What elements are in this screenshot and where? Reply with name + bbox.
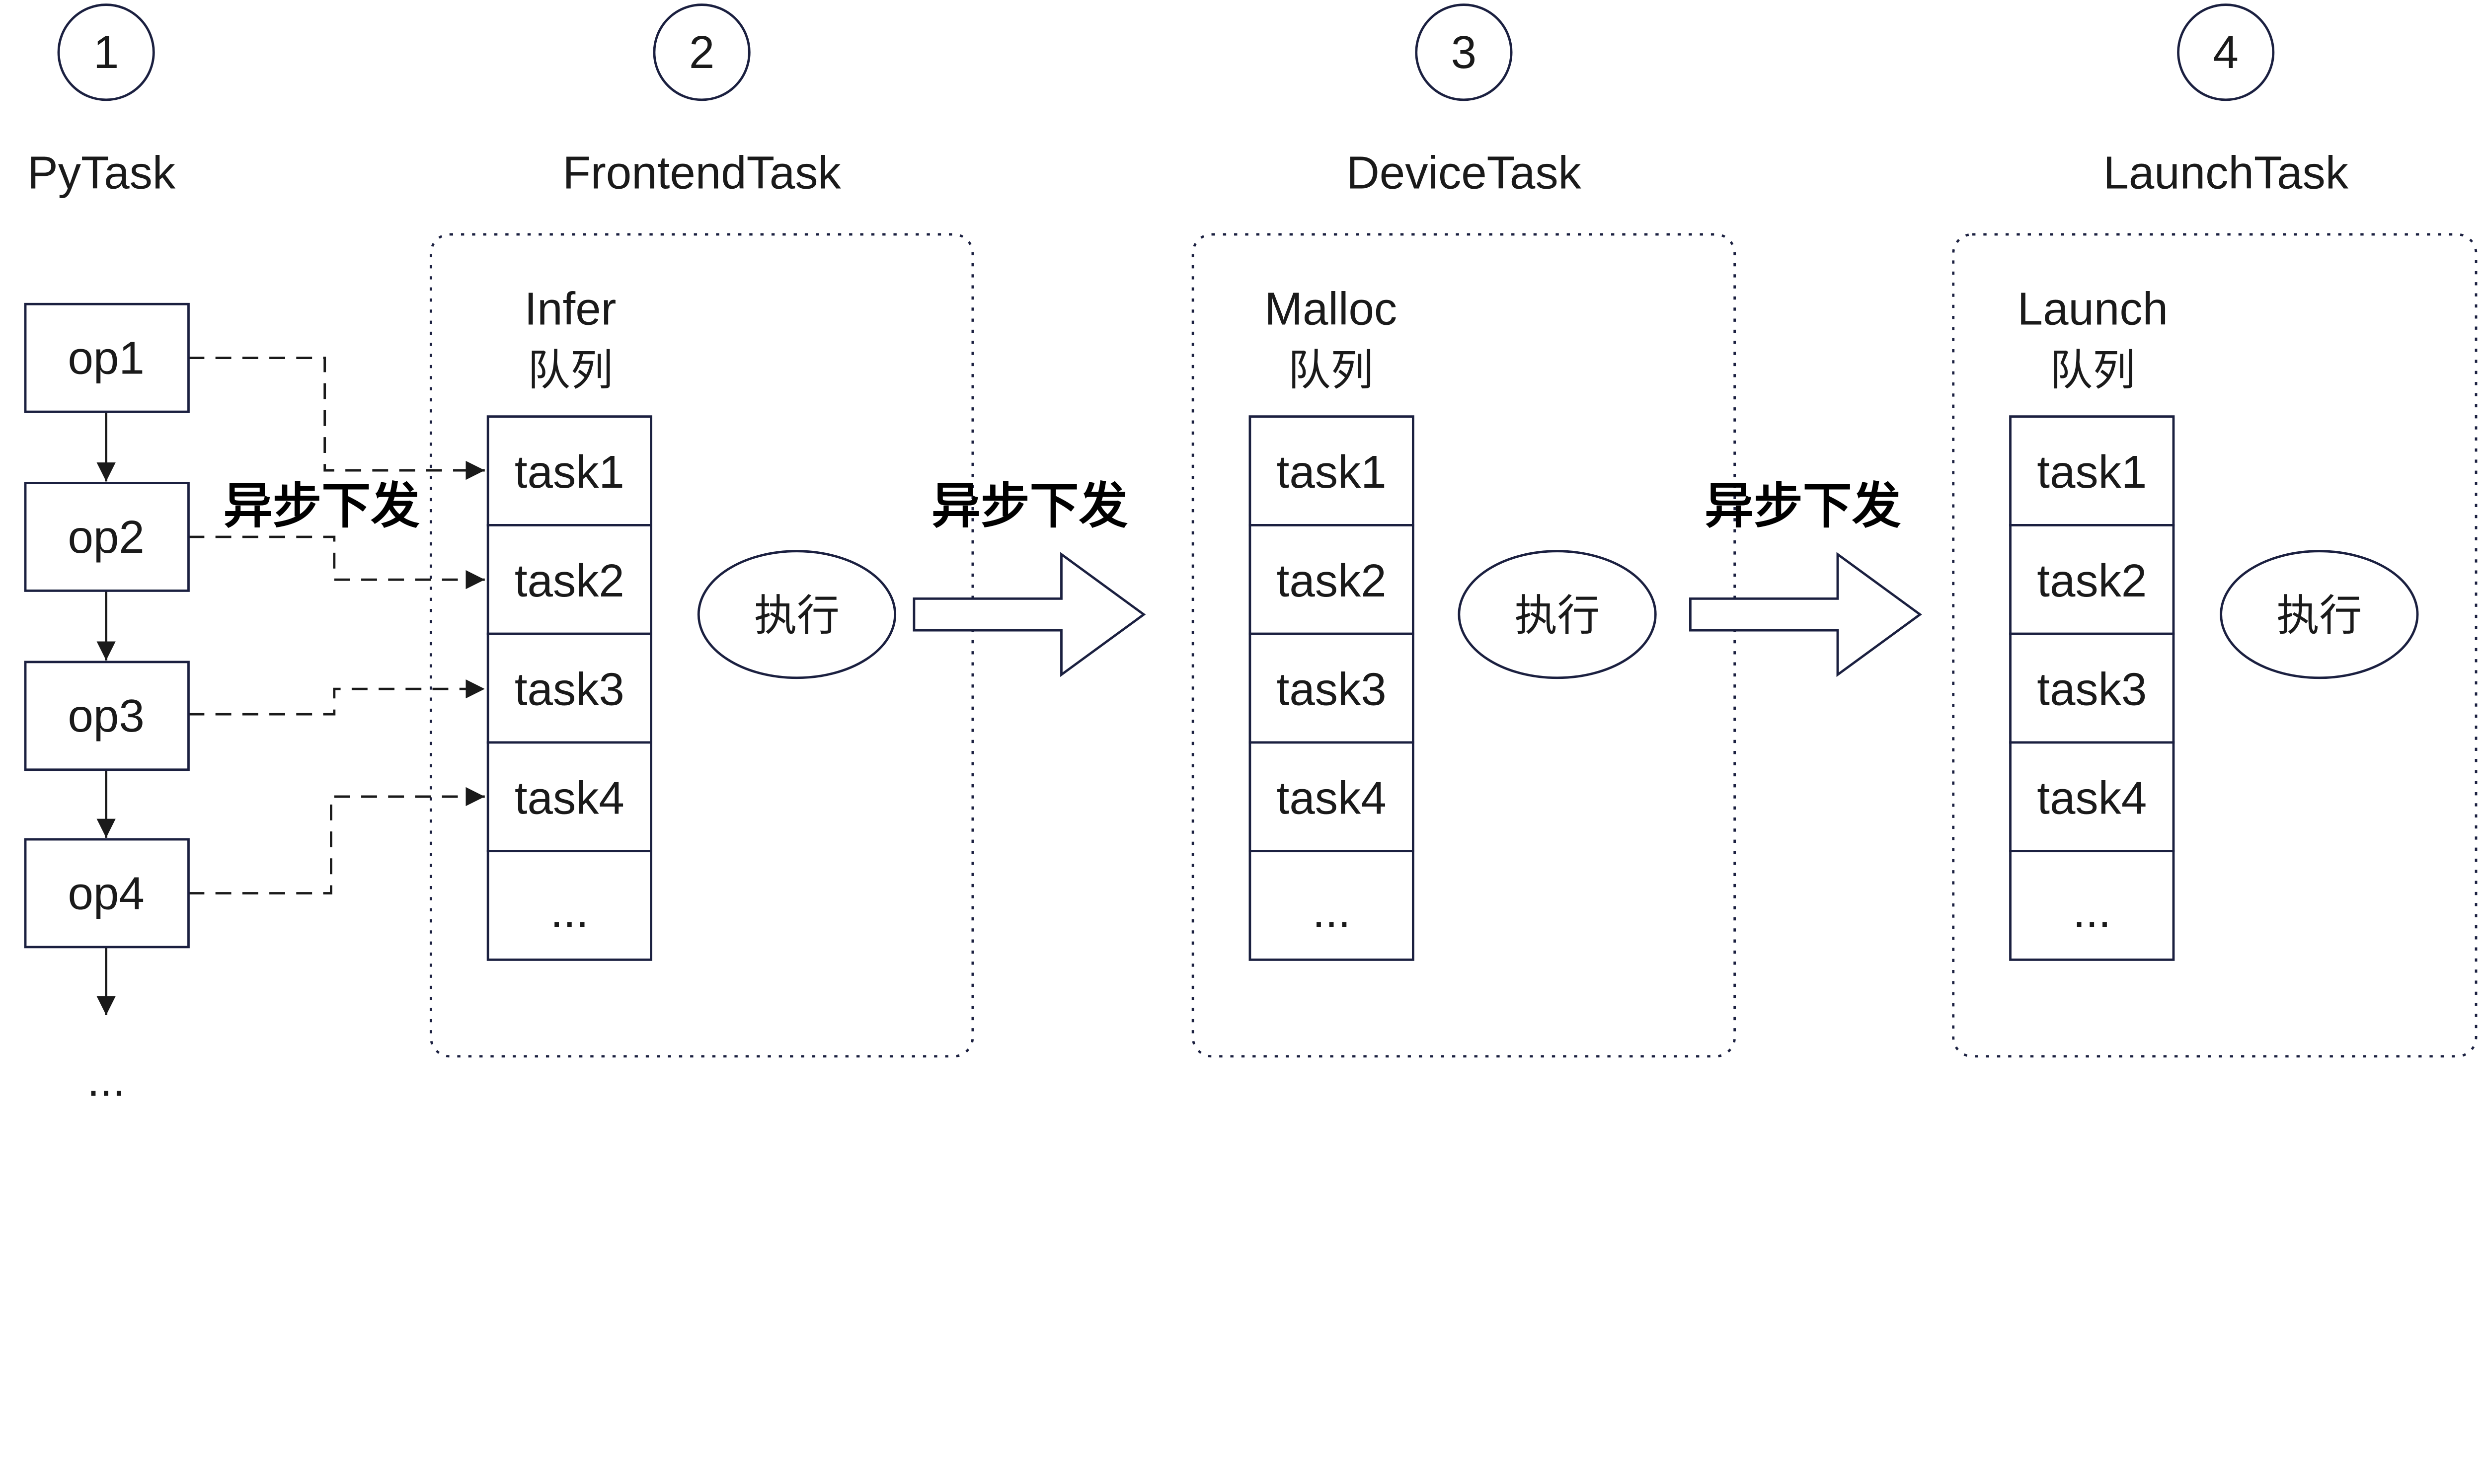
stage-number: 1	[93, 26, 119, 78]
stage-number-circle	[2177, 3, 2275, 101]
queue-suffix: 队列	[1288, 346, 1373, 395]
stage-arrow-icon	[1689, 552, 1922, 677]
queue-task-label: ...	[550, 886, 589, 937]
stage-number-circle	[653, 3, 751, 101]
op-box-frame	[24, 302, 190, 413]
async-pipeline-diagram: 1 PyTask 2 FrontendTask 3 DeviceTask 4 L…	[24, 3, 2478, 1106]
queue-suffix: 队列	[2050, 346, 2135, 395]
async-dispatch-label: 异步下发	[932, 477, 1128, 534]
queue-task-label: task2	[515, 555, 624, 606]
queue-slot	[2009, 850, 2175, 961]
queue-slot	[2009, 415, 2175, 526]
task-queue: task1 task2 task3 task4...	[1248, 415, 1414, 961]
op-label: op2	[68, 511, 145, 563]
queue-slot	[1248, 632, 1414, 744]
queue-slot	[1248, 850, 1414, 961]
stage-header-launchtask: 4 LaunchTask	[2103, 3, 2349, 198]
queue-task-label: task4	[2037, 772, 2147, 823]
queue-task-label: task2	[1277, 555, 1387, 606]
stage-number: 2	[689, 26, 714, 78]
queue-slot	[1248, 524, 1414, 635]
task-queues: task1task2task3task4...task1task2task3ta…	[486, 415, 2175, 961]
op-box: op3	[24, 661, 190, 771]
queue-task-label: task3	[1277, 664, 1387, 715]
execute-label: 执行	[2276, 591, 2362, 641]
async-dispatch-label: 异步下发	[224, 477, 420, 534]
queue-task-label: task4	[1277, 772, 1387, 823]
execute-ellipse	[2220, 550, 2419, 679]
op-box: op4	[24, 838, 190, 949]
ops-more: ...	[87, 1054, 125, 1106]
stage-title: DeviceTask	[1346, 147, 1582, 198]
queue-slot	[2009, 741, 2175, 853]
queue-slot	[486, 850, 652, 961]
stage-number-circle	[57, 3, 155, 101]
queue-slot	[2009, 632, 2175, 744]
stage-header-pytask: 1 PyTask	[27, 3, 176, 198]
op-box-frame	[24, 661, 190, 771]
execute-label: 执行	[754, 591, 840, 641]
op-box-frame	[24, 838, 190, 949]
execute-label: 执行	[1514, 591, 1600, 641]
op-label: op3	[68, 690, 145, 742]
task-queue: task1 task2 task3 task4...	[2009, 415, 2175, 961]
frontend-container	[429, 233, 974, 1058]
op-box-frame	[24, 482, 190, 592]
queue-task-label: task1	[515, 446, 624, 498]
queue-task-label: task1	[2037, 446, 2147, 498]
queue-name: Malloc	[1264, 283, 1397, 335]
execute-ellipse	[697, 550, 897, 679]
op-label: op4	[68, 867, 145, 919]
stage-header-devicetask: 3 DeviceTask	[1346, 3, 1582, 198]
queue-task-label: ...	[1313, 886, 1351, 937]
dispatch-lines	[188, 357, 485, 894]
async-dispatch-label: 异步下发	[1705, 477, 1901, 534]
stage-header-frontendtask: 2 FrontendTask	[563, 3, 842, 198]
stage-number-circle	[1415, 3, 1513, 101]
queue-slot	[1248, 741, 1414, 853]
stage-number: 3	[1451, 26, 1476, 78]
stage-arrow-icon	[913, 552, 1146, 677]
op-boxes: op1 op2 op3 op4	[24, 302, 190, 949]
queue-name: Infer	[524, 283, 616, 335]
queue-slot	[486, 524, 652, 635]
stage-number: 4	[2213, 26, 2238, 78]
op-label: op1	[68, 332, 145, 384]
queue-task-label: task3	[515, 664, 624, 715]
queue-slot	[2009, 524, 2175, 635]
stage-title: PyTask	[27, 147, 176, 198]
queue-task-label: task4	[515, 772, 624, 823]
op-box: op1	[24, 302, 190, 413]
queue-slot	[1248, 415, 1414, 526]
queue-name: Launch	[2018, 283, 2168, 335]
op-box: op2	[24, 482, 190, 592]
queue-slot	[486, 741, 652, 853]
queue-task-label: task3	[2037, 664, 2147, 715]
execute-ellipse	[1458, 550, 1657, 679]
stage-title: LaunchTask	[2103, 147, 2348, 198]
task-queue: task1 task2 task3 task4...	[486, 415, 652, 961]
queue-suffix: 队列	[528, 346, 613, 395]
queue-task-label: task1	[1277, 446, 1387, 498]
queue-task-label: ...	[2073, 886, 2111, 937]
queue-slot	[486, 415, 652, 526]
queue-task-label: task2	[2037, 555, 2147, 606]
stage-title: FrontendTask	[563, 147, 842, 198]
device-container	[1191, 233, 1736, 1058]
